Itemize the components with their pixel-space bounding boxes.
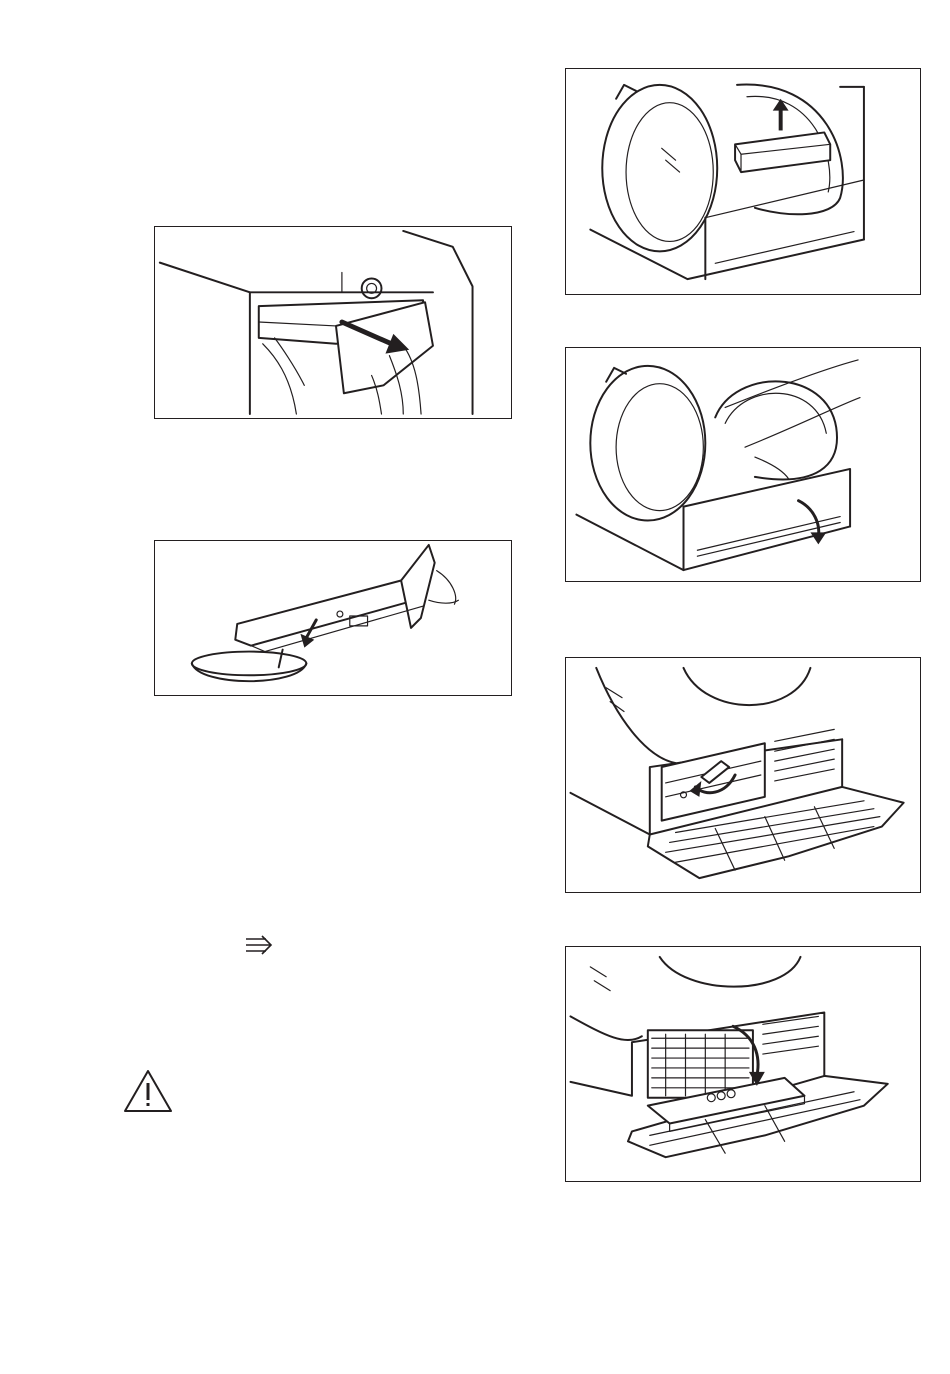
filter-remove-figure	[565, 946, 921, 1182]
plinth-open-figure	[565, 347, 921, 582]
water-container-empty-icon	[155, 541, 511, 695]
door-filter-figure	[565, 68, 921, 295]
plinth-open-icon	[566, 348, 920, 581]
water-container-pull-figure	[154, 226, 512, 419]
water-container-pull-icon	[155, 227, 511, 418]
filter-remove-icon	[566, 947, 920, 1181]
door-filter-icon	[566, 69, 920, 294]
warning-triangle-icon	[122, 1068, 174, 1114]
water-container-empty-figure	[154, 540, 512, 696]
lever-turn-icon	[566, 658, 920, 892]
condenser-cleaning-icon	[244, 934, 274, 956]
lever-turn-figure	[565, 657, 921, 893]
